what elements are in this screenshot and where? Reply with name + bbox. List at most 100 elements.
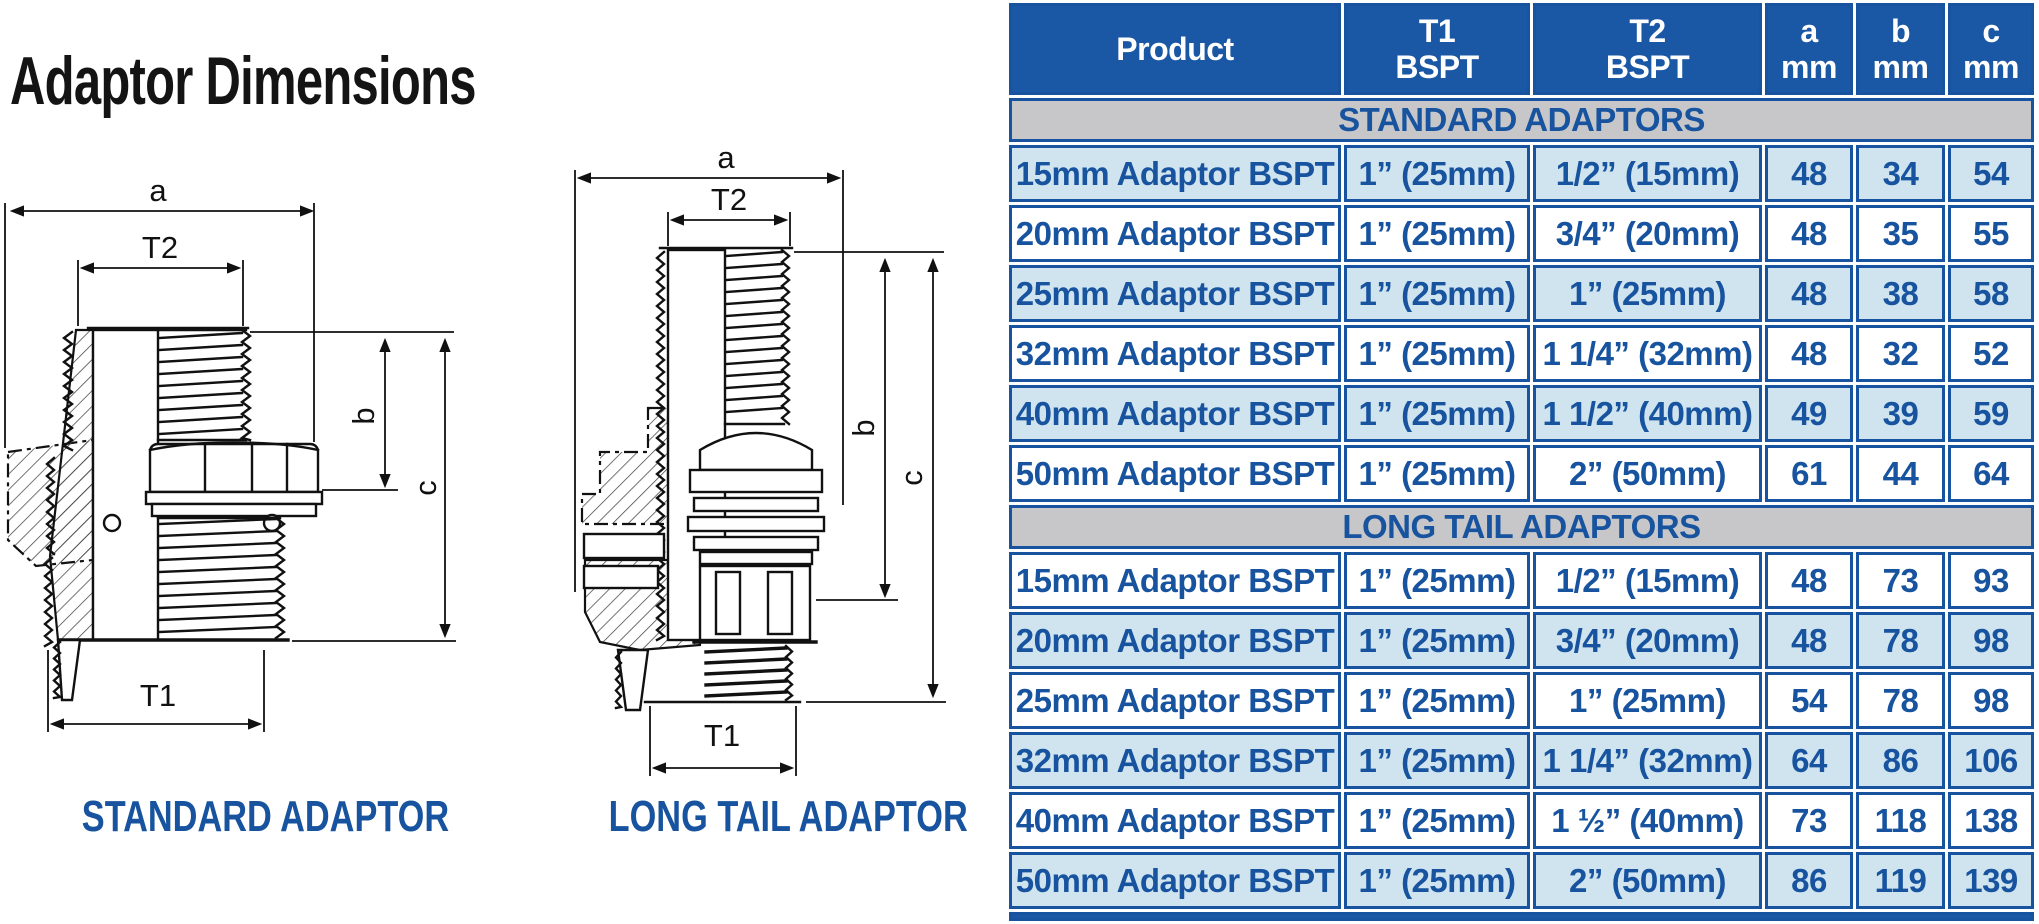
cell-b: 78 (1856, 672, 1945, 729)
cell-t2: 1 ½” (40mm) (1533, 792, 1762, 849)
dim-label-t1: T1 (140, 678, 176, 713)
cell-c: 55 (1948, 205, 2034, 262)
cell-b: 118 (1856, 792, 1945, 849)
cell-t2: 1/2” (15mm) (1533, 145, 1762, 202)
cell-b: 32 (1856, 325, 1945, 382)
cell-c: 139 (1948, 852, 2034, 909)
section-title: STANDARD ADAPTORS (1009, 98, 2034, 142)
section-row: LONG TAIL ADAPTORS (1009, 505, 2034, 549)
cell-t1: 1” (25mm) (1344, 265, 1530, 322)
cell-product: 32mm Adaptor BSPT (1009, 732, 1341, 789)
cell-product: 25mm Adaptor BSPT (1009, 265, 1341, 322)
bottom-bar-cell (1009, 912, 2034, 921)
cell-a: 48 (1765, 205, 1853, 262)
cell-b: 35 (1856, 205, 1945, 262)
section-title: LONG TAIL ADAPTORS (1009, 505, 2034, 549)
cell-a: 49 (1765, 385, 1853, 442)
standard-adaptor-dimensions: a T2 b c T1 (4, 173, 456, 732)
cell-product: 25mm Adaptor BSPT (1009, 672, 1341, 729)
cell-t2: 1/2” (15mm) (1533, 552, 1762, 609)
cell-t2: 3/4” (20mm) (1533, 612, 1762, 669)
cell-a: 54 (1765, 672, 1853, 729)
long-tail-adaptor-dimensions: a T2 b c T1 (574, 140, 946, 776)
cell-a: 86 (1765, 852, 1853, 909)
cell-t2: 1 1/2” (40mm) (1533, 385, 1762, 442)
cell-a: 73 (1765, 792, 1853, 849)
cell-t1: 1” (25mm) (1344, 552, 1530, 609)
standard-adaptor-diagram: a T2 b c T1 (4, 173, 456, 732)
cell-t1: 1” (25mm) (1344, 325, 1530, 382)
cell-c: 64 (1948, 445, 2034, 502)
cell-product: 40mm Adaptor BSPT (1009, 792, 1341, 849)
cell-c: 138 (1948, 792, 2034, 849)
dim-label-t1: T1 (704, 718, 740, 753)
dim-label-a: a (149, 173, 167, 208)
cell-t2: 1” (25mm) (1533, 672, 1762, 729)
cell-t2: 3/4” (20mm) (1533, 205, 1762, 262)
cell-a: 61 (1765, 445, 1853, 502)
cell-c: 59 (1948, 385, 2034, 442)
cell-c: 52 (1948, 325, 2034, 382)
cell-b: 39 (1856, 385, 1945, 442)
cell-t1: 1” (25mm) (1344, 732, 1530, 789)
cell-c: 98 (1948, 612, 2034, 669)
standard-adaptor-caption: STANDARD ADAPTOR (81, 792, 450, 841)
page-title: Adaptor Dimensions (10, 43, 477, 119)
long-tail-adaptor-diagram: a T2 b c T1 (574, 140, 946, 776)
cell-a: 64 (1765, 732, 1853, 789)
cell-c: 58 (1948, 265, 2034, 322)
cell-product: 15mm Adaptor BSPT (1009, 552, 1341, 609)
dim-label-b: b (346, 407, 381, 424)
cell-c: 93 (1948, 552, 2034, 609)
cell-product: 20mm Adaptor BSPT (1009, 612, 1341, 669)
cell-b: 34 (1856, 145, 1945, 202)
cell-product: 32mm Adaptor BSPT (1009, 325, 1341, 382)
table-bottom-bar (1009, 912, 2034, 921)
dim-label-t2: T2 (711, 182, 747, 217)
cell-b: 73 (1856, 552, 1945, 609)
cell-a: 48 (1765, 552, 1853, 609)
cell-t2: 1 1/4” (32mm) (1533, 732, 1762, 789)
col-header-product: Product (1009, 3, 1341, 95)
cell-t2: 2” (50mm) (1533, 852, 1762, 909)
section-row: STANDARD ADAPTORS (1009, 98, 2034, 142)
long-tail-adaptor-body (580, 246, 826, 712)
cell-b: 38 (1856, 265, 1945, 322)
dim-label-t2: T2 (142, 230, 178, 265)
cell-t1: 1” (25mm) (1344, 612, 1530, 669)
cell-product: 15mm Adaptor BSPT (1009, 145, 1341, 202)
cell-t1: 1” (25mm) (1344, 145, 1530, 202)
cell-product: 40mm Adaptor BSPT (1009, 385, 1341, 442)
dim-label-a: a (717, 140, 735, 175)
cell-c: 54 (1948, 145, 2034, 202)
cell-product: 20mm Adaptor BSPT (1009, 205, 1341, 262)
cell-t1: 1” (25mm) (1344, 672, 1530, 729)
cell-b: 86 (1856, 732, 1945, 789)
cell-t1: 1” (25mm) (1344, 205, 1530, 262)
long-tail-adaptor-caption: LONG TAIL ADAPTOR (608, 792, 968, 841)
cell-a: 48 (1765, 265, 1853, 322)
dim-label-b: b (846, 419, 881, 436)
cell-a: 48 (1765, 325, 1853, 382)
cell-t1: 1” (25mm) (1344, 385, 1530, 442)
cell-b: 78 (1856, 612, 1945, 669)
cell-t1: 1” (25mm) (1344, 852, 1530, 909)
cell-c: 106 (1948, 732, 2034, 789)
cell-t1: 1” (25mm) (1344, 445, 1530, 502)
dim-label-c: c (894, 470, 929, 486)
cell-t1: 1” (25mm) (1344, 792, 1530, 849)
dim-label-c: c (408, 480, 443, 496)
